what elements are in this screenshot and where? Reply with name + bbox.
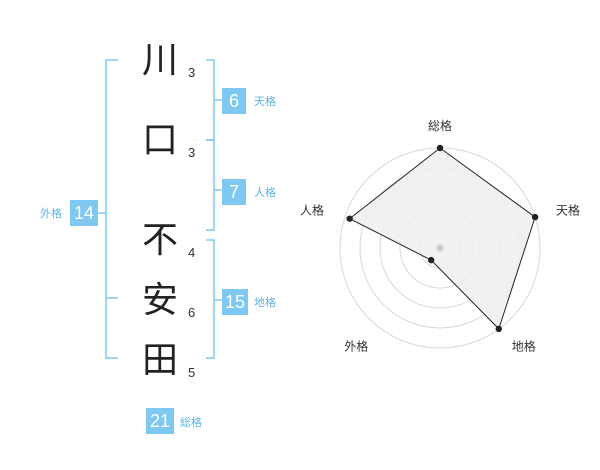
radar-center-dot [436, 244, 444, 252]
tenkaku-badge: 6 [222, 88, 246, 114]
name-char-2: 口 [141, 120, 178, 161]
radar-label-1: 総格 [428, 118, 452, 133]
tenkaku-label: 天格 [254, 95, 276, 108]
name-char-3: 不 [141, 220, 178, 261]
stroke-count-4: 6 [188, 305, 196, 320]
chikaku-label: 地格 [254, 296, 276, 309]
gaikaku-badge: 14 [70, 200, 98, 226]
chikaku-badge: 15 [222, 289, 248, 315]
tenkaku-bracket [206, 59, 215, 141]
stroke-count-3: 4 [188, 245, 196, 260]
name-char-4: 安 [141, 280, 178, 321]
name-char-5: 田 [141, 340, 178, 381]
radar-label-2: 天格 [556, 202, 580, 217]
radar-point-2 [531, 213, 539, 221]
jinkaku-label: 人格 [254, 186, 276, 199]
jinkaku-bracket [206, 139, 215, 231]
radar-point-4 [427, 256, 435, 264]
gaikaku-bracket [105, 59, 118, 359]
stroke-count-1: 3 [188, 65, 196, 80]
stroke-count-5: 5 [188, 365, 196, 380]
radar-label-3: 地格 [512, 339, 536, 354]
soukaku-label: 総格 [180, 416, 202, 429]
soukaku-badge: 21 [146, 408, 174, 434]
radar-point-1 [436, 144, 444, 152]
radar-label-5: 人格 [300, 202, 324, 217]
chikaku-bracket [206, 239, 215, 359]
stroke-count-2: 3 [188, 145, 196, 160]
name-char-1: 川 [141, 40, 178, 81]
radar-point-5 [346, 215, 353, 222]
radar-label-4: 外格 [344, 339, 368, 354]
jinkaku-badge: 7 [222, 179, 246, 205]
radar-point-3 [495, 325, 502, 333]
gaikaku-label: 外格 [40, 207, 62, 220]
radar-polygon [348, 147, 536, 330]
